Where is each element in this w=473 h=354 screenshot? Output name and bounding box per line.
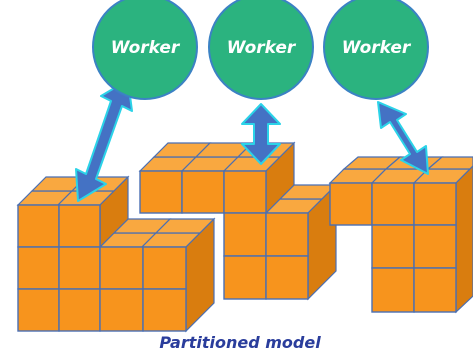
- arrow-worker2-partition2: [241, 103, 281, 165]
- arrow-worker3-partition3: [377, 101, 429, 175]
- worker-label-2: Worker: [227, 38, 297, 58]
- worker-node-1: Worker: [92, 0, 198, 100]
- worker-label-1: Worker: [111, 38, 181, 58]
- worker-node-3: Worker: [323, 0, 429, 100]
- partition-block-middle: [138, 141, 338, 301]
- arrow-worker1-partition1: [75, 79, 133, 202]
- worker-node-2: Worker: [208, 0, 314, 100]
- worker-label-3: Worker: [342, 38, 412, 58]
- partition-block-left: [16, 175, 216, 333]
- diagram-caption: Partitioned model: [159, 333, 321, 352]
- partition-block-right: [328, 156, 473, 314]
